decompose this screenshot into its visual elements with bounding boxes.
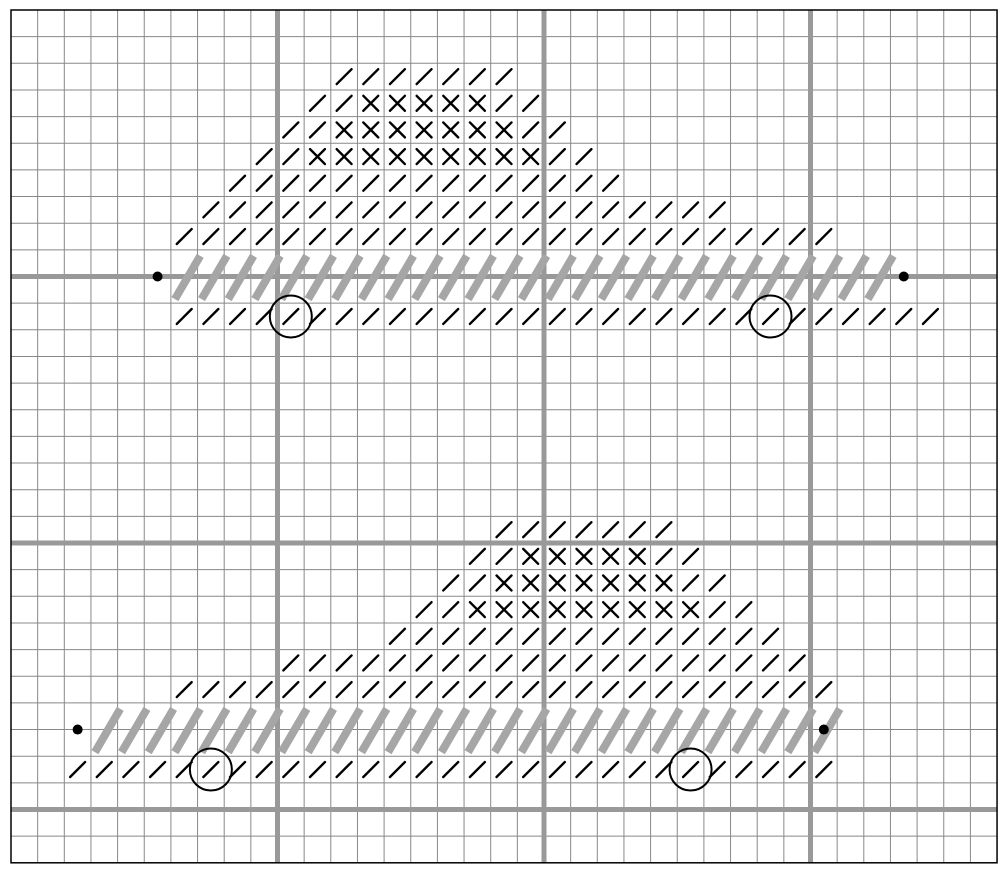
french-knot-dot: [819, 725, 829, 735]
french-knot-dot: [73, 725, 83, 735]
french-knot-dot: [899, 272, 909, 282]
french-knot-dot: [153, 272, 163, 282]
